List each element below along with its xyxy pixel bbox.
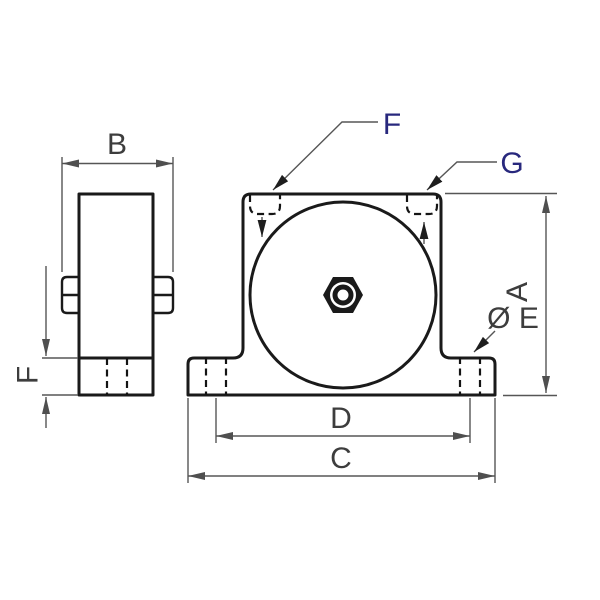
side-view-body-outline — [77, 192, 155, 397]
f-callout-leader — [272, 121, 378, 191]
side-view: B F — [12, 128, 175, 428]
g-callout-label: G — [500, 147, 523, 180]
f-callout-label: F — [383, 108, 401, 141]
g-callout-leader — [426, 161, 497, 191]
top-left-slot-hidden-outline — [248, 195, 282, 216]
front-view: F G Ø E A D C — [186, 108, 557, 483]
hole-diameter-label: Ø E — [487, 302, 539, 335]
a-dimension-label: A — [501, 282, 534, 302]
d-dimension-label: D — [330, 402, 352, 435]
c-dimension-label: C — [330, 442, 352, 475]
front-view-body-outline — [186, 192, 497, 397]
hole-diameter-leader — [473, 330, 496, 353]
top-right-slot-hidden-outline — [405, 195, 439, 216]
f-dimension-label: F — [12, 366, 45, 384]
hex-nut-thread-ring — [332, 284, 354, 306]
rotor-housing-circle — [248, 200, 438, 390]
b-dimension-label: B — [107, 128, 127, 161]
